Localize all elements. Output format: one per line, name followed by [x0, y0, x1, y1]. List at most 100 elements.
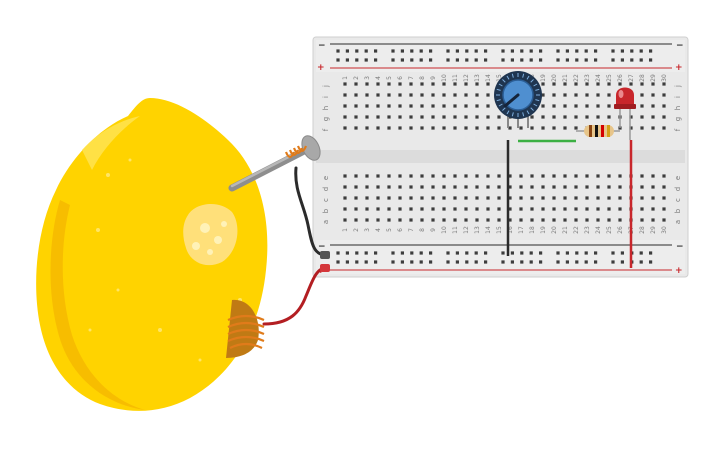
terminal-hole[interactable]: [541, 196, 545, 200]
top-rail-hole[interactable]: [429, 49, 433, 53]
terminal-hole[interactable]: [640, 126, 644, 130]
terminal-hole[interactable]: [376, 115, 380, 119]
terminal-hole[interactable]: [486, 126, 490, 130]
bottom-rail-hole[interactable]: [639, 251, 643, 255]
terminal-hole[interactable]: [662, 174, 666, 178]
terminal-hole[interactable]: [530, 196, 534, 200]
terminal-hole[interactable]: [541, 104, 545, 108]
terminal-hole[interactable]: [497, 115, 501, 119]
terminal-hole[interactable]: [574, 196, 578, 200]
top-rail-hole[interactable]: [474, 58, 478, 62]
terminal-hole[interactable]: [398, 185, 402, 189]
terminal-hole[interactable]: [497, 126, 501, 130]
terminal-hole[interactable]: [453, 126, 457, 130]
terminal-hole[interactable]: [365, 104, 369, 108]
terminal-hole[interactable]: [574, 207, 578, 211]
top-rail-hole[interactable]: [575, 58, 579, 62]
top-rail-hole[interactable]: [465, 49, 469, 53]
bottom-rail-hole[interactable]: [575, 251, 579, 255]
terminal-hole[interactable]: [387, 115, 391, 119]
top-rail-hole[interactable]: [620, 58, 624, 62]
terminal-hole[interactable]: [662, 104, 666, 108]
terminal-hole[interactable]: [365, 196, 369, 200]
terminal-hole[interactable]: [343, 207, 347, 211]
terminal-hole[interactable]: [376, 196, 380, 200]
breadboard[interactable]: − + − + − + − + 112233445566778899101011…: [312, 36, 689, 278]
terminal-hole[interactable]: [354, 174, 358, 178]
terminal-hole[interactable]: [431, 93, 435, 97]
top-rail-hole[interactable]: [400, 58, 404, 62]
terminal-hole[interactable]: [530, 174, 534, 178]
terminal-hole[interactable]: [442, 185, 446, 189]
bottom-rail-hole[interactable]: [639, 260, 643, 264]
bottom-rail-hole[interactable]: [391, 260, 395, 264]
terminal-hole[interactable]: [618, 196, 622, 200]
terminal-hole[interactable]: [651, 115, 655, 119]
top-rail-hole[interactable]: [484, 49, 488, 53]
terminal-hole[interactable]: [431, 126, 435, 130]
terminal-hole[interactable]: [508, 196, 512, 200]
terminal-hole[interactable]: [651, 207, 655, 211]
top-rail-hole[interactable]: [336, 49, 340, 53]
bottom-rail-hole[interactable]: [446, 251, 450, 255]
bottom-rail-hole[interactable]: [374, 260, 378, 264]
terminal-hole[interactable]: [585, 218, 589, 222]
terminal-hole[interactable]: [420, 196, 424, 200]
top-rail-hole[interactable]: [501, 58, 505, 62]
terminal-hole[interactable]: [376, 207, 380, 211]
terminal-hole[interactable]: [475, 174, 479, 178]
terminal-hole[interactable]: [530, 207, 534, 211]
terminal-hole[interactable]: [596, 207, 600, 211]
terminal-hole[interactable]: [486, 207, 490, 211]
terminal-hole[interactable]: [607, 115, 611, 119]
terminal-hole[interactable]: [398, 82, 402, 86]
terminal-hole[interactable]: [552, 218, 556, 222]
terminal-hole[interactable]: [563, 126, 567, 130]
top-rail-hole[interactable]: [374, 58, 378, 62]
top-rail-hole[interactable]: [355, 49, 359, 53]
terminal-hole[interactable]: [343, 104, 347, 108]
terminal-hole[interactable]: [442, 174, 446, 178]
top-rail-hole[interactable]: [630, 49, 634, 53]
terminal-hole[interactable]: [530, 218, 534, 222]
bottom-rail-hole[interactable]: [400, 251, 404, 255]
terminal-hole[interactable]: [574, 174, 578, 178]
terminal-hole[interactable]: [365, 218, 369, 222]
terminal-hole[interactable]: [376, 82, 380, 86]
terminal-hole[interactable]: [387, 93, 391, 97]
terminal-hole[interactable]: [464, 82, 468, 86]
top-rail-hole[interactable]: [374, 49, 378, 53]
bottom-rail-hole[interactable]: [501, 260, 505, 264]
terminal-hole[interactable]: [585, 196, 589, 200]
bottom-rail-hole[interactable]: [465, 251, 469, 255]
top-rail-hole[interactable]: [649, 49, 653, 53]
terminal-hole[interactable]: [431, 218, 435, 222]
terminal-hole[interactable]: [607, 207, 611, 211]
terminal-hole[interactable]: [453, 174, 457, 178]
terminal-hole[interactable]: [475, 104, 479, 108]
terminal-hole[interactable]: [629, 126, 633, 130]
terminal-hole[interactable]: [497, 185, 501, 189]
top-rail-hole[interactable]: [594, 49, 598, 53]
top-rail-hole[interactable]: [556, 49, 560, 53]
terminal-hole[interactable]: [607, 196, 611, 200]
bottom-rail-hole[interactable]: [620, 251, 624, 255]
terminal-hole[interactable]: [409, 218, 413, 222]
bottom-rail-hole[interactable]: [584, 260, 588, 264]
terminal-hole[interactable]: [574, 218, 578, 222]
top-rail-hole[interactable]: [419, 49, 423, 53]
terminal-hole[interactable]: [596, 104, 600, 108]
terminal-hole[interactable]: [376, 126, 380, 130]
terminal-hole[interactable]: [596, 174, 600, 178]
top-rail-hole[interactable]: [336, 58, 340, 62]
bottom-rail-hole[interactable]: [484, 260, 488, 264]
terminal-hole[interactable]: [442, 218, 446, 222]
terminal-hole[interactable]: [431, 196, 435, 200]
terminal-hole[interactable]: [486, 218, 490, 222]
top-rail-hole[interactable]: [630, 58, 634, 62]
bottom-rail-hole[interactable]: [429, 260, 433, 264]
copper-coil-electrode[interactable]: [226, 299, 265, 358]
terminal-hole[interactable]: [365, 185, 369, 189]
terminal-hole[interactable]: [519, 185, 523, 189]
